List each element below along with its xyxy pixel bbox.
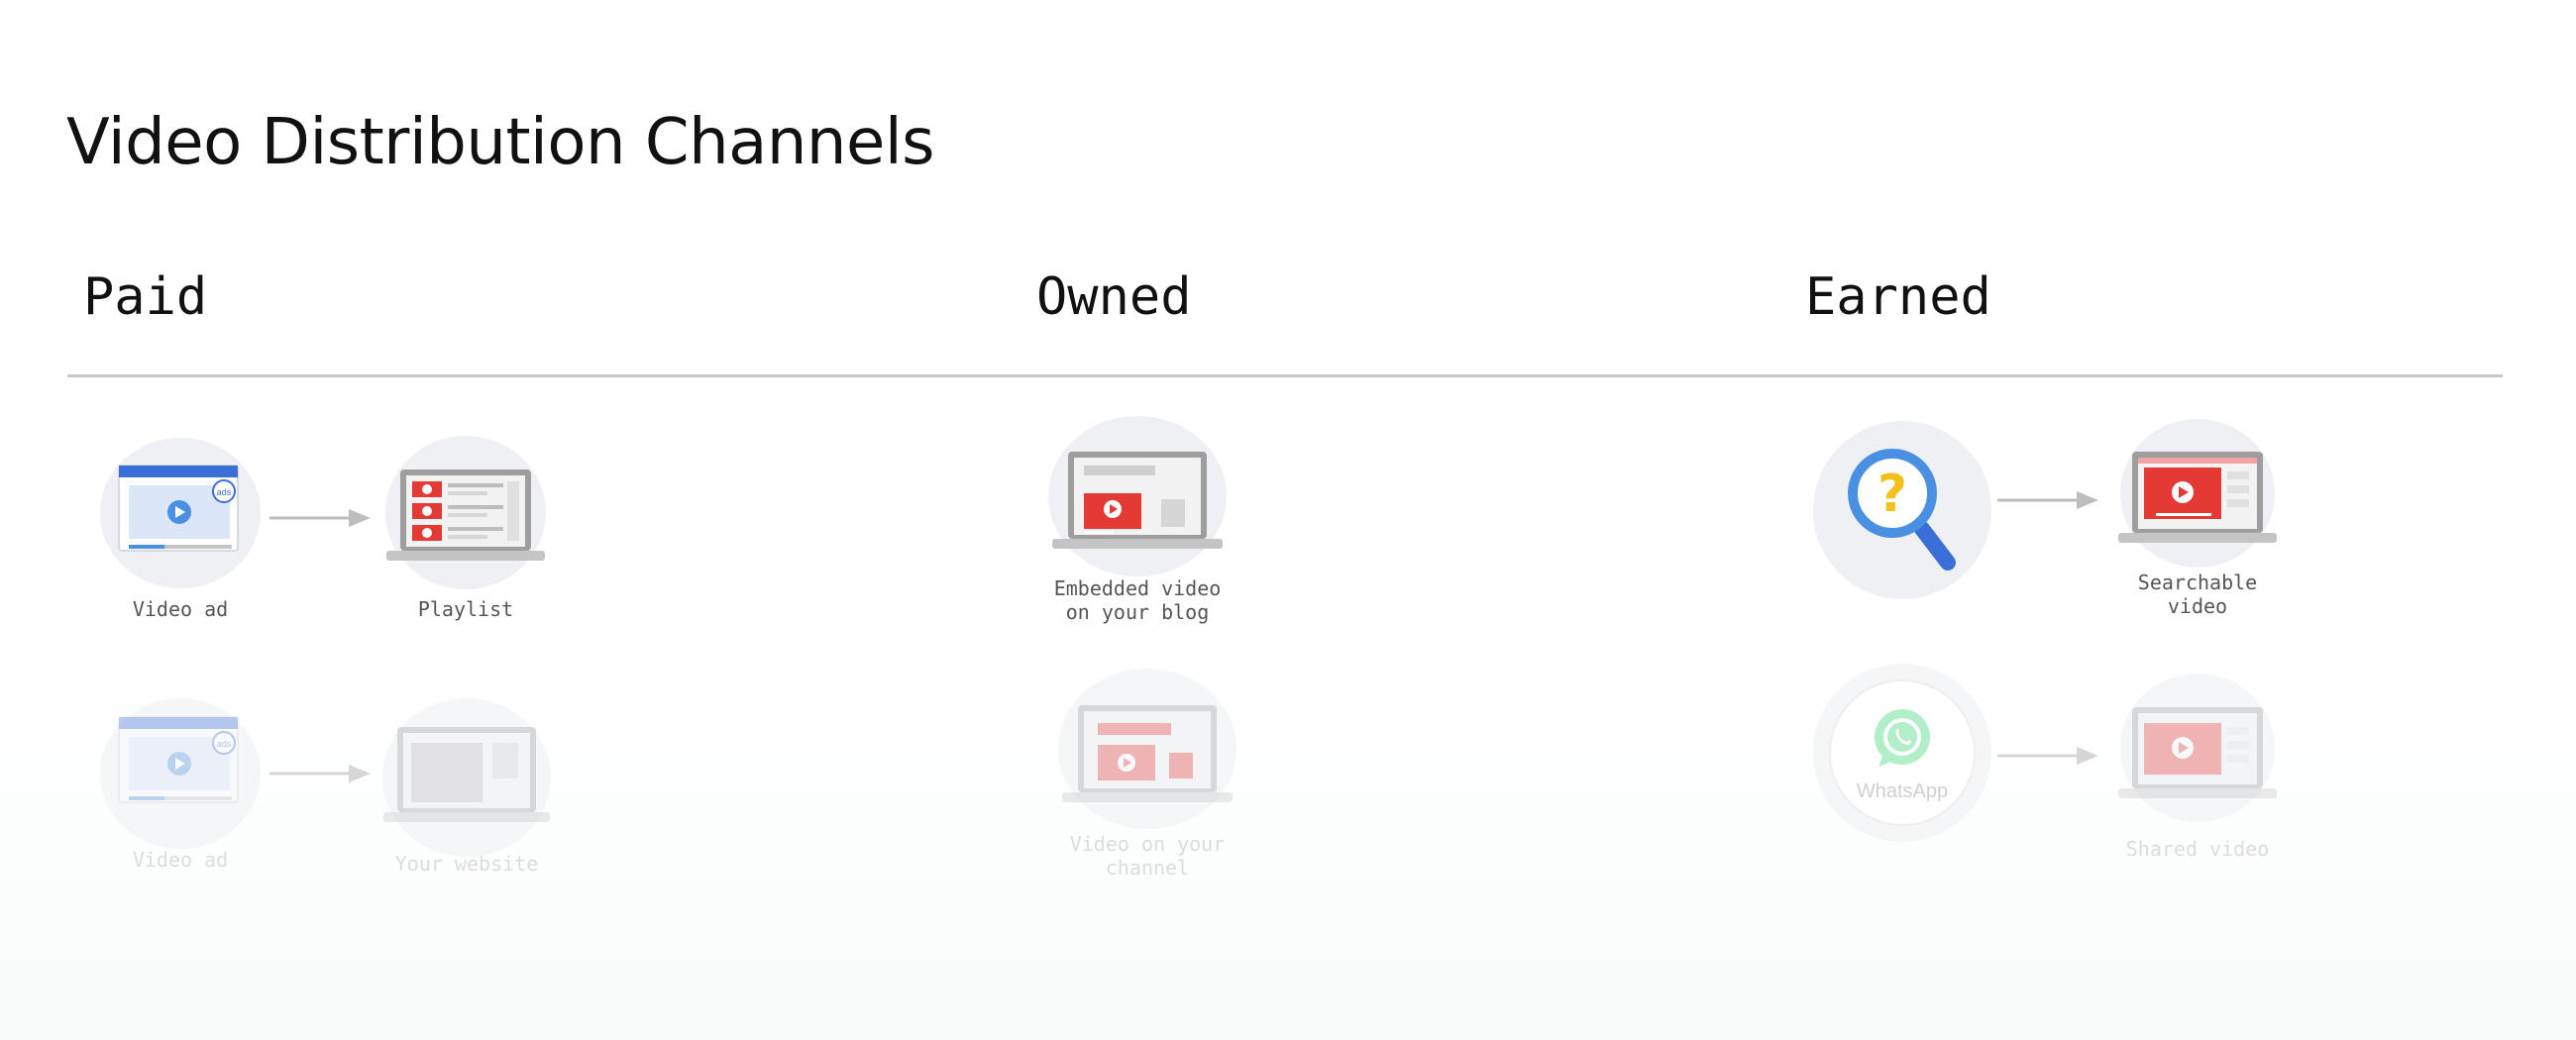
arrow-right-icon — [1997, 747, 2098, 765]
arrow-right-icon — [269, 765, 371, 782]
owned-channel-circle-faded — [1058, 669, 1236, 829]
column-heading-owned: Owned — [1036, 267, 1192, 327]
column-heading-paid: Paid — [83, 267, 208, 327]
laptop-shared-video-icon — [2118, 707, 2277, 798]
laptop-search-result-icon — [2118, 452, 2277, 543]
paid-video-ad-label: Video ad — [132, 597, 229, 621]
page-title: Video Distribution Channels — [66, 106, 934, 179]
whatsapp-icon — [1875, 709, 1930, 767]
paid-video-ad-label-faded: Video ad — [132, 848, 229, 872]
arrow-right-icon — [269, 509, 371, 527]
paid-video-ad-circle-faded — [100, 698, 261, 849]
laptop-channel-icon — [1062, 705, 1233, 802]
paid-website-circle-faded — [382, 698, 551, 857]
owned-blog-label: Embedded video on your blog — [1053, 576, 1222, 624]
paid-playlist-label: Playlist — [417, 597, 514, 621]
browser-video-ad-icon: ads — [118, 465, 239, 552]
magnifier-question-icon: ? — [1848, 449, 1956, 571]
earned-searchable-label: Searchable video — [2137, 571, 2258, 618]
earned-shared-label-faded: Shared video — [2125, 837, 2270, 861]
whatsapp-app-name: WhatsApp — [1856, 780, 1949, 802]
whatsapp-inner-circle-faded — [1831, 681, 1974, 824]
question-mark-glyph: ? — [1878, 465, 1907, 524]
laptop-playlist-icon — [386, 469, 545, 561]
laptop-website-icon — [383, 727, 550, 822]
ad-badge-text: ads — [217, 739, 232, 749]
arrow-right-icon — [1997, 491, 2098, 509]
header-divider — [67, 374, 2503, 377]
laptop-blog-icon — [1052, 452, 1223, 549]
owned-channel-label-faded: Video on your channel — [1069, 832, 1226, 880]
ad-badge-text: ads — [217, 487, 232, 497]
earned-shared-circle-faded — [2120, 674, 2275, 822]
browser-video-ad-icon: ads — [118, 716, 239, 803]
column-heading-earned: Earned — [1805, 267, 1991, 327]
paid-website-label-faded: Your website — [394, 852, 539, 876]
